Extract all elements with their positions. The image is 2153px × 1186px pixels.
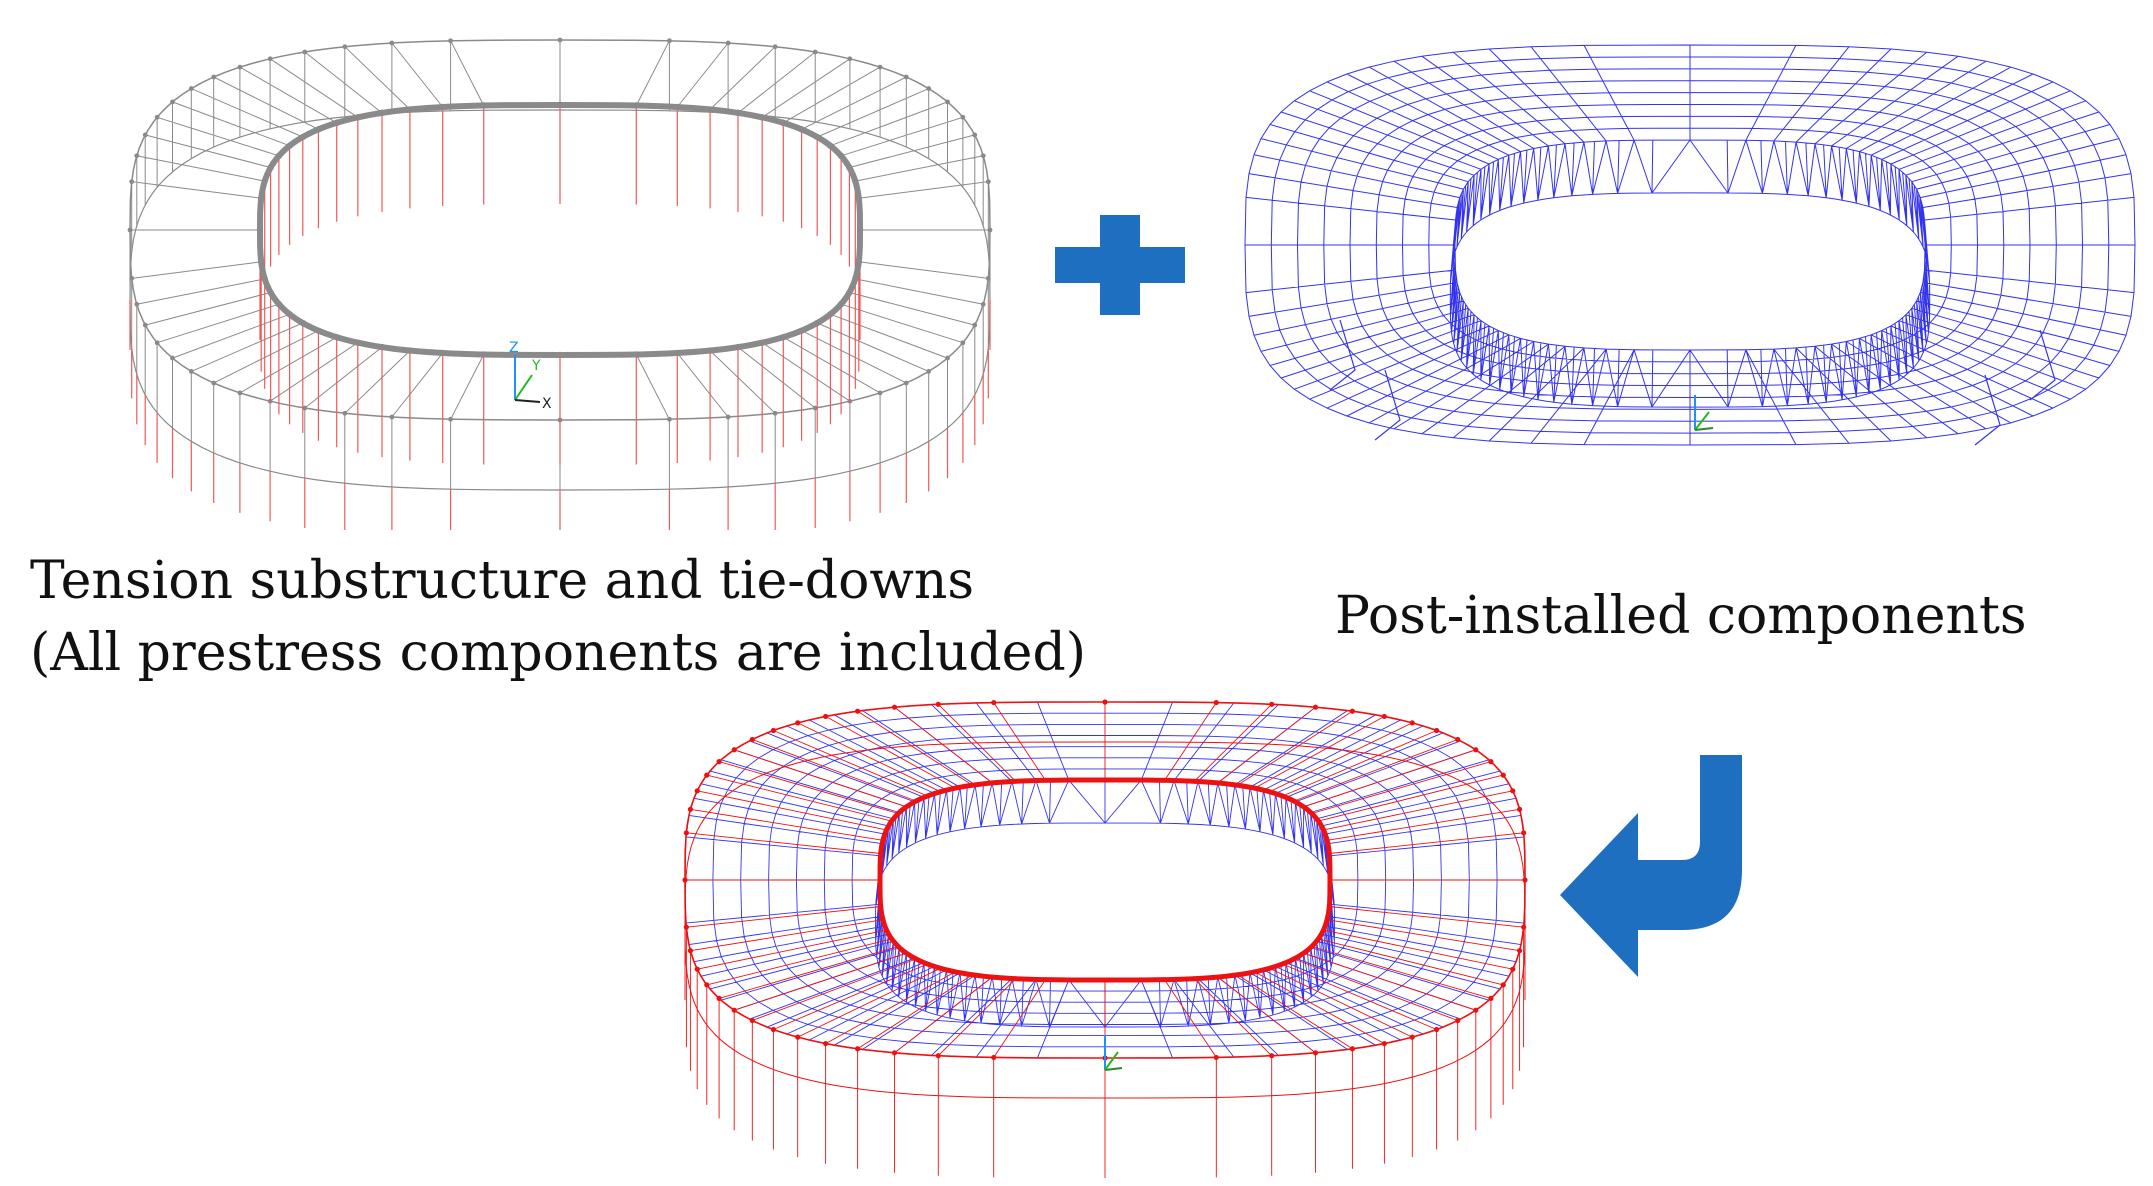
substructure-caption-line-2: (All prestress components are included): [30, 623, 1087, 683]
combined-model: [670, 695, 1540, 1185]
axis-x-label: X: [542, 396, 552, 412]
curved-arrow-icon: [1560, 755, 1750, 980]
post-installed-model: [1225, 40, 2153, 500]
axis-triad: Z Y X: [509, 340, 552, 412]
axis-triad: [1104, 1035, 1123, 1071]
post-installed-caption: Post-installed components: [1335, 586, 2027, 646]
tension-substructure-model: Z Y X: [120, 10, 1000, 530]
axis-y-label: Y: [531, 358, 541, 374]
substructure-wireframe: Z Y X: [127, 37, 993, 530]
axis-z-label: Z: [509, 340, 519, 356]
axis-triad: [1694, 395, 1714, 431]
combined-wireframe: [682, 699, 1528, 1178]
substructure-caption-line-1: Tension substructure and tie-downs: [30, 551, 975, 611]
post-installed-wireframe: [1244, 44, 2136, 446]
plus-icon: [1055, 215, 1185, 315]
